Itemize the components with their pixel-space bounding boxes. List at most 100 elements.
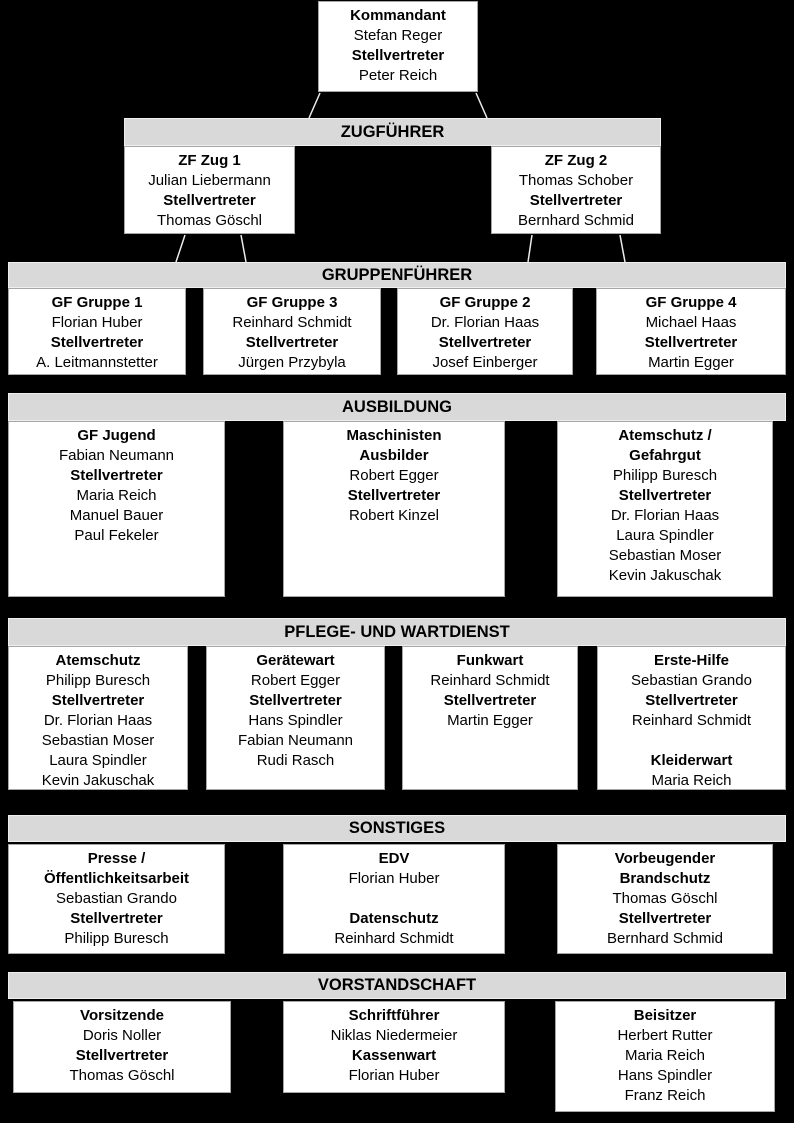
role-label: Stellvertreter <box>618 487 712 504</box>
role-label: GF Gruppe 4 <box>645 294 737 311</box>
role-label: Stellvertreter <box>351 47 445 64</box>
person-name: Hans Spindler <box>248 712 343 729</box>
role-label: Stellvertreter <box>347 487 441 504</box>
section-header-pflege-wartdienst: PFLEGE- UND WARTDIENST <box>8 618 786 646</box>
role-label: Erste-Hilfe <box>653 652 730 669</box>
person-name: Michael Haas <box>645 314 737 331</box>
role-label: Stellvertreter <box>50 334 144 351</box>
role-label: Stellvertreter <box>618 910 712 927</box>
role-label: Kassenwart <box>351 1047 437 1064</box>
section-header-gruppenfuehrer: GRUPPENFÜHRER <box>8 262 786 288</box>
role-label: ZF Zug 1 <box>178 152 241 169</box>
person-name: Doris Noller <box>82 1027 162 1044</box>
role-label: Gefahrgut <box>629 447 701 464</box>
role-label: Atemschutz <box>55 652 141 669</box>
connector-line <box>619 234 626 263</box>
role-label: GF Gruppe 2 <box>439 294 531 311</box>
person-name: Thomas Göschl <box>612 890 718 907</box>
section-header-ausbildung: AUSBILDUNG <box>8 393 786 421</box>
person-name: Dr. Florian Haas <box>430 314 540 331</box>
person-name: Franz Reich <box>624 1087 706 1104</box>
person-name <box>598 731 785 751</box>
person-name: Martin Egger <box>648 354 734 371</box>
person-name: Sebastian Moser <box>608 547 722 564</box>
role-label: Vorsitzende <box>80 1007 164 1024</box>
person-name: Dr. Florian Haas <box>610 507 720 524</box>
role-label: Stellvertreter <box>443 692 537 709</box>
connector-line <box>240 234 247 263</box>
person-name: Rudi Rasch <box>256 752 335 769</box>
person-name: Hans Spindler <box>617 1067 713 1084</box>
role-label: Maschinisten <box>346 427 442 444</box>
person-name: Philipp Buresch <box>64 930 169 947</box>
role-label: Stellvertreter <box>644 334 738 351</box>
person-name: Fabian Neumann <box>58 447 175 464</box>
person-name: Sebastian Moser <box>41 732 155 749</box>
role-label: ZF Zug 2 <box>544 152 608 169</box>
role-label: Kleiderwart <box>650 752 733 769</box>
person-name: Fabian Neumann <box>237 732 354 749</box>
person-name: Josef Einberger <box>432 354 538 371</box>
person-name: Reinhard Schmidt <box>430 672 550 689</box>
role-label: Stellvertreter <box>75 1047 169 1064</box>
person-name: Robert Egger <box>250 672 341 689</box>
role-label: Stellvertreter <box>438 334 532 351</box>
connector-line <box>308 92 321 119</box>
role-label: GF Gruppe 3 <box>246 294 338 311</box>
role-label: Beisitzer <box>633 1007 697 1024</box>
role-label: Öffentlichkeitsarbeit <box>43 870 190 887</box>
person-name: Sebastian Grando <box>631 672 752 689</box>
person-name: Robert Kinzel <box>348 507 440 524</box>
person-name: Thomas Schober <box>518 172 634 189</box>
person-name: Thomas Göschl <box>69 1067 175 1084</box>
role-label: Funkwart <box>456 652 524 669</box>
role-label: Datenschutz <box>349 910 439 927</box>
role-label: Stellvertreter <box>245 334 339 351</box>
person-name: Stefan Reger <box>353 27 443 44</box>
person-name: Manuel Bauer <box>69 507 164 524</box>
role-label: EDV <box>378 850 410 867</box>
role-label: Stellvertreter <box>645 692 738 709</box>
person-name: Florian Huber <box>348 870 440 887</box>
person-name: Robert Egger <box>349 467 439 484</box>
section-header-sonstiges: SONSTIGES <box>8 815 786 842</box>
person-name: Dr. Florian Haas <box>43 712 153 729</box>
connector-line <box>527 234 533 263</box>
person-name: Reinhard Schmidt <box>232 314 352 331</box>
person-name: Maria Reich <box>624 1047 706 1064</box>
role-label: Stellvertreter <box>70 467 163 484</box>
role-label: Stellvertreter <box>163 192 256 209</box>
role-label: Stellvertreter <box>249 692 342 709</box>
person-name: Maria Reich <box>76 487 157 504</box>
person-name: Kevin Jakuschak <box>41 772 155 789</box>
person-name: Maria Reich <box>651 772 732 789</box>
person-name: Peter Reich <box>358 67 438 84</box>
section-header-zugfuehrer: ZUGFÜHRER <box>124 118 661 146</box>
role-label: GF Gruppe 1 <box>51 294 143 311</box>
person-name: Reinhard Schmidt <box>334 930 454 947</box>
role-label: Schriftführer <box>348 1007 440 1024</box>
role-label: Gerätewart <box>256 652 335 669</box>
role-label: Vorbeugender <box>614 850 716 867</box>
connector-line <box>175 234 186 263</box>
connector-line <box>475 92 488 119</box>
person-name: Reinhard Schmidt <box>631 712 752 729</box>
person-name: Bernhard Schmid <box>607 930 723 947</box>
role-label: Atemschutz / <box>618 427 712 444</box>
